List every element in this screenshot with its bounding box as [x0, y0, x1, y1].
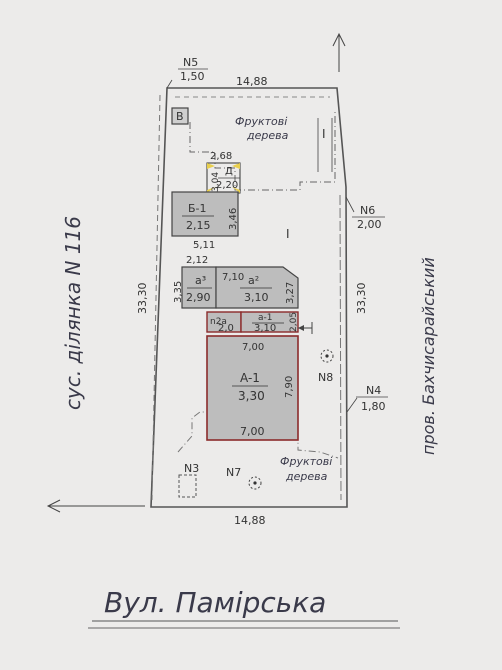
building-a2: 7,10 a² 3,10 3,27 [215, 266, 299, 309]
street-south: Вул. Памірська [104, 586, 326, 619]
building-b1-height: 2,15 [186, 219, 211, 232]
building-b1: Б-1 2,15 3,46 5,11 [171, 191, 239, 251]
point-n6-value: 2,00 [357, 218, 382, 231]
point-n5-value: 1,50 [180, 70, 205, 83]
building-A1: 7,00 A-1 3,30 7,90 7,00 [206, 335, 299, 441]
point-n6: N6 2,00 [345, 196, 385, 231]
west-arrow [46, 499, 145, 513]
building-porch: n2a 2,0 [206, 311, 242, 334]
point-n5-label: N5 [183, 56, 198, 69]
building-a1-label: a-1 [258, 313, 273, 323]
building-d-label: Д [225, 166, 233, 177]
dim-left: 33,30 [136, 283, 149, 315]
building-b1-width: 5,11 [193, 240, 215, 251]
building-A1-label: A-1 [240, 371, 260, 385]
point-n4-value: 1,80 [361, 400, 386, 413]
orchard-zone-line [189, 110, 336, 191]
point-n6-label: N6 [360, 204, 375, 217]
dim-right: 33,30 [355, 283, 368, 315]
building-porch-label: n2a [210, 317, 227, 327]
point-n7: N7 [226, 466, 262, 490]
building-a2-height: 3,10 [244, 291, 269, 304]
orchard-bottom: Фруктові дерева [280, 455, 332, 483]
dim-top: 14,88 [236, 75, 268, 88]
building-a3-depth: 3,35 [173, 281, 184, 303]
dim-bottom: 14,88 [234, 514, 266, 527]
zone-ne-label: I [322, 127, 326, 141]
point-n7-label: N7 [226, 466, 241, 479]
west-fence [151, 94, 161, 501]
building-A1-width-bottom: 7,00 [240, 425, 265, 438]
point-n8-label: N8 [318, 371, 333, 384]
street-east: пров. Бахчисарайський [419, 257, 438, 455]
building-d-height: 2,20 [216, 180, 238, 191]
building-d-width: 2,68 [210, 151, 232, 162]
building-a3-width: 2,12 [186, 255, 208, 266]
point-n4-label: N4 [366, 384, 381, 397]
building-A1-depth: 7,90 [284, 376, 295, 398]
building-a3: 2,12 a³ 2,90 3,35 [173, 255, 217, 309]
zone-ne: I [317, 118, 333, 172]
building-v: В [171, 107, 189, 125]
building-b1-label: Б-1 [188, 202, 207, 215]
point-n8: N8 [318, 349, 334, 384]
orchard-top-line2: дерева [246, 129, 289, 142]
building-a3-label: a³ [195, 274, 206, 287]
point-n4: N4 1,80 [346, 384, 388, 413]
orchard-bottom-line2: дерева [285, 470, 328, 483]
south-zone-line [177, 411, 339, 459]
building-v-label: В [176, 110, 184, 123]
building-a2-width: 7,10 [222, 272, 244, 283]
building-d-depth: 3,04 [211, 172, 221, 192]
building-b1-depth: 3,46 [228, 208, 239, 230]
orchard-top-line1: Фруктові [235, 115, 287, 128]
zone-label: I [286, 227, 290, 241]
east-fence [339, 194, 342, 501]
orchard-top: Фруктові дерева [235, 115, 289, 142]
building-a1-height: 3,10 [254, 323, 276, 334]
point-n5: N5 1,50 [166, 56, 208, 89]
building-a2-depth: 3,27 [285, 282, 296, 304]
building-A1-width-top: 7,00 [242, 342, 264, 353]
building-a1-depth: 2,05 [289, 312, 299, 332]
street-west: сус. ділянка N 116 [61, 216, 85, 410]
building-a3-height: 2,90 [186, 291, 211, 304]
building-A1-height: 3,30 [238, 389, 265, 403]
point-n3: N3 [178, 462, 199, 498]
building-a2-label: a² [248, 274, 259, 287]
point-n3-label: N3 [184, 462, 199, 475]
building-a1: a-1 3,10 2,05 [240, 311, 313, 334]
orchard-bottom-line1: Фруктові [280, 455, 332, 468]
building-porch-width: 2,0 [218, 323, 234, 334]
north-arrow [332, 32, 346, 72]
street-south-block: Вул. Памірська [88, 586, 400, 629]
